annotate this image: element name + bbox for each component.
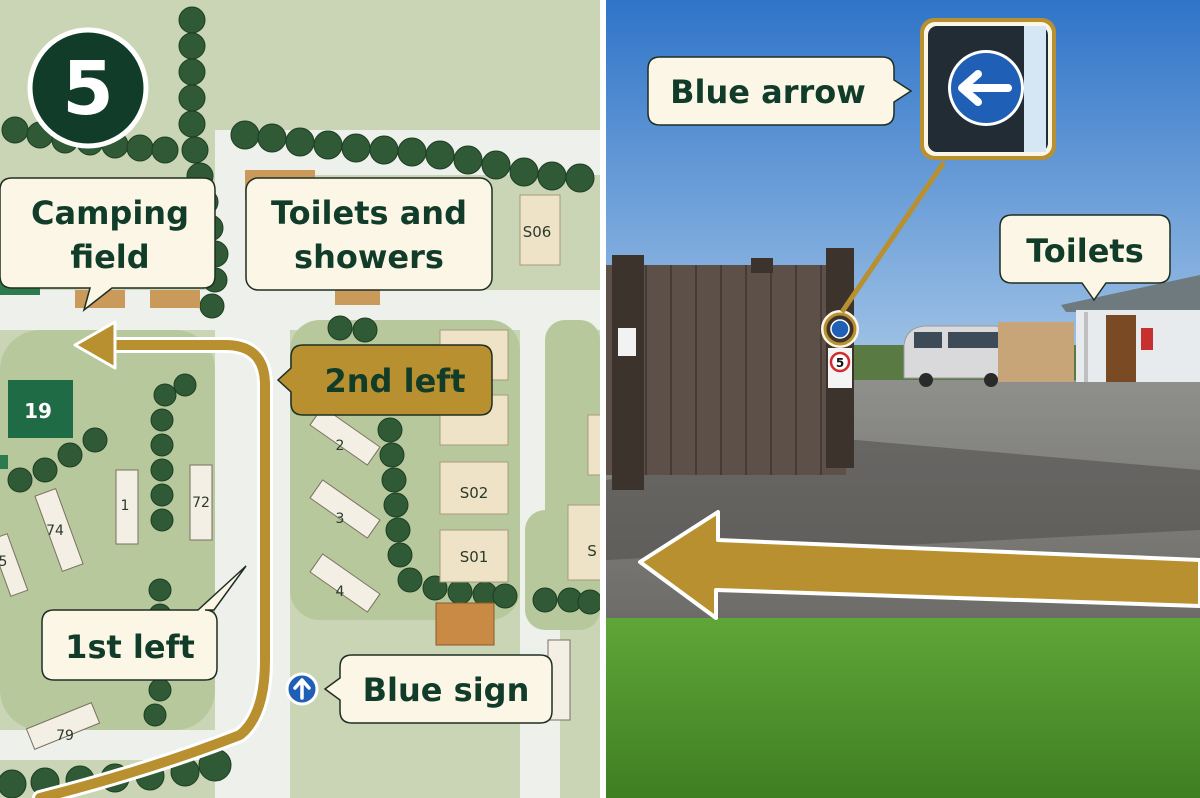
plot-s01-label: S01 bbox=[460, 548, 489, 566]
blue-sign-highlight bbox=[821, 310, 859, 348]
callout-blue-arrow: Blue arrow bbox=[647, 56, 913, 126]
plot-74-label: 74 bbox=[46, 523, 64, 539]
route-arrow-head bbox=[73, 320, 117, 370]
callout-first-left-text: 1st left bbox=[65, 628, 195, 666]
site-map-panel: 19 S06 S02 S01 S bbox=[0, 0, 600, 798]
zoom-inset bbox=[920, 18, 1056, 160]
callout-blue-arrow-text: Blue arrow bbox=[670, 73, 866, 111]
plot-79-label: 79 bbox=[56, 728, 74, 744]
callout-camping-field-line2: field bbox=[70, 238, 149, 276]
toilet-block bbox=[1061, 275, 1200, 382]
plot-s02-label: S02 bbox=[460, 484, 489, 502]
step-number: 5 bbox=[62, 46, 114, 132]
blue-sign-small bbox=[830, 319, 850, 339]
step-badge bbox=[27, 27, 149, 149]
grass-verge bbox=[606, 618, 1200, 798]
dog-sign bbox=[618, 328, 636, 356]
panel-divider bbox=[600, 0, 606, 798]
callout-toilets-showers: Toilets and showers bbox=[245, 177, 493, 291]
plot-s-partial-label: S bbox=[587, 542, 597, 560]
site-photo: 5 bbox=[606, 0, 1200, 798]
hedges bbox=[0, 6, 600, 798]
callout-first-left: 1st left bbox=[41, 565, 247, 681]
callout-second-left: 2nd left bbox=[276, 344, 493, 416]
speed-sign-number: 5 bbox=[836, 356, 844, 370]
plot-19 bbox=[8, 380, 73, 438]
plot-2-label: 2 bbox=[336, 438, 345, 454]
speed-sign-ring bbox=[829, 351, 851, 373]
zoom-connector bbox=[839, 160, 947, 314]
callout-second-left-text: 2nd left bbox=[325, 362, 466, 400]
plot-3-label: 3 bbox=[336, 511, 345, 527]
up-arrow-icon bbox=[293, 678, 311, 700]
plot-5-label: 5 bbox=[0, 554, 7, 570]
plot-19-label: 19 bbox=[24, 399, 52, 423]
callout-camping-field-line1: Camping bbox=[31, 194, 189, 232]
wooden-fence bbox=[606, 248, 854, 490]
direction-arrow bbox=[638, 510, 1200, 620]
plot-4-label: 4 bbox=[336, 584, 345, 600]
callout-toilets-showers-line1: Toilets and bbox=[271, 194, 467, 232]
left-arrow-icon bbox=[958, 70, 1012, 106]
site-map: 19 S06 S02 S01 S bbox=[0, 6, 600, 798]
van bbox=[903, 325, 1013, 387]
plot-72-label: 72 bbox=[192, 495, 210, 511]
callout-toilets-text: Toilets bbox=[1026, 232, 1144, 270]
plot-1-label: 1 bbox=[121, 498, 130, 514]
photo-panel: 5 bbox=[606, 0, 1200, 798]
route-line bbox=[35, 340, 270, 798]
plot-s06-label: S06 bbox=[523, 223, 552, 241]
timber-screen bbox=[998, 322, 1074, 382]
callout-blue-sign-text: Blue sign bbox=[363, 671, 530, 709]
callout-toilets-showers-line2: showers bbox=[294, 238, 444, 276]
callout-toilets: Toilets bbox=[999, 214, 1171, 302]
caravan-plots bbox=[0, 406, 571, 750]
callout-blue-sign: Blue sign bbox=[323, 654, 553, 724]
callout-camping-field: Camping field bbox=[0, 177, 216, 312]
